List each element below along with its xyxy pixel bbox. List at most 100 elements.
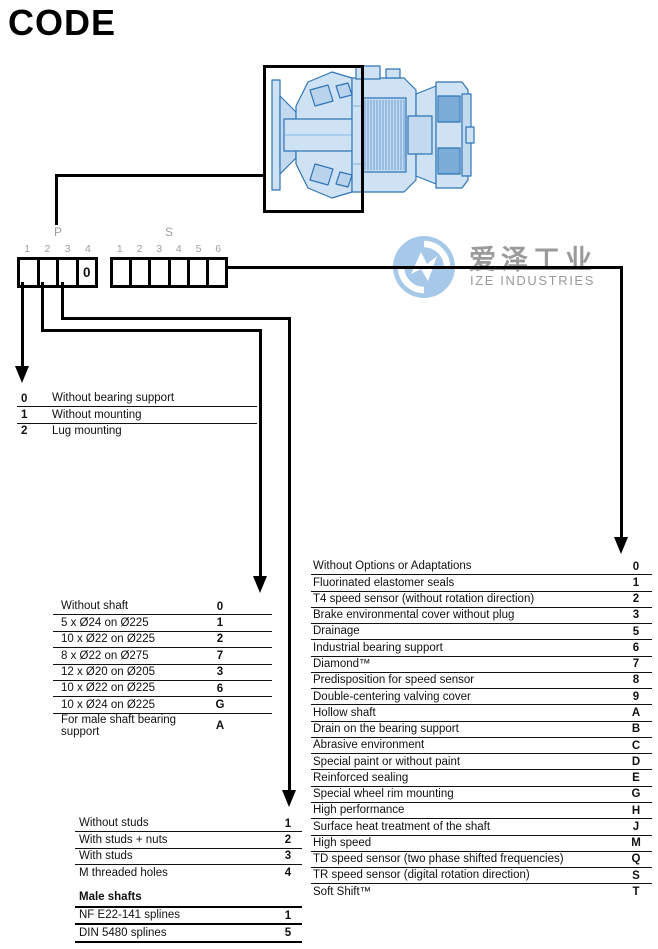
option-label: Without mounting [52, 408, 142, 421]
option-code: 2 [216, 633, 224, 646]
table-row: Brake environmental cover without plug 3 [311, 608, 652, 625]
option-code: C [631, 739, 641, 752]
option-code: G [631, 788, 641, 801]
leader-line [61, 282, 64, 320]
option-label: Special paint or without paint [313, 755, 461, 768]
option-code: 0 [21, 392, 28, 405]
position-number: 2 [136, 243, 143, 255]
watermark-chinese-text: 爱泽工业 [469, 245, 597, 275]
option-code: 7 [216, 649, 224, 662]
option-label: Soft Shift™ [313, 885, 372, 898]
male-shafts-title: Male shafts [75, 890, 302, 908]
option-code: 3 [284, 850, 292, 863]
group-label-s: S [164, 225, 173, 239]
male-shafts-section: Male shafts NF E22-141 splines 1 DIN 548… [75, 890, 302, 943]
mounting-table: 0 Without bearing support 1 Without moun… [17, 391, 257, 439]
table-row: 2 Lug mounting [17, 424, 257, 439]
table-row: 12 x Ø20 on Ø205 3 [53, 665, 272, 681]
table-row: Diamond™ 7 [311, 657, 652, 673]
option-label: Diamond™ [313, 657, 371, 670]
table-row: 10 x Ø22 on Ø225 6 [53, 681, 272, 698]
option-label: Without Options or Adaptations [313, 560, 472, 573]
leader-line [21, 282, 24, 367]
p-cell-1 [20, 260, 40, 285]
table-row: Soft Shift™ T [311, 884, 652, 899]
option-label: Special wheel rim mounting [313, 788, 454, 801]
table-row: Without studs 1 [75, 816, 302, 833]
option-code: 0 [632, 560, 640, 573]
option-label: DIN 5480 splines [79, 926, 167, 939]
p-cell-4: 0 [82, 265, 91, 280]
leader-line [41, 282, 44, 332]
connector-line [55, 174, 58, 225]
table-row: Special paint or without paint D [311, 754, 652, 771]
position-number: 1 [116, 243, 123, 255]
studs-table: Without studs 1 With studs + nuts 2 With… [75, 816, 302, 881]
table-row: Drain on the bearing support B [311, 722, 652, 738]
option-label: Fluorinated elastomer seals [313, 576, 455, 589]
table-row: TR speed sensor (digital rotation direct… [311, 868, 652, 885]
page-title: CODE [8, 2, 117, 43]
option-label: T4 speed sensor (without rotation direct… [313, 592, 535, 605]
position-number: 4 [175, 243, 182, 255]
option-code: 1 [284, 909, 292, 922]
option-label: M threaded holes [79, 866, 168, 879]
s-cell-6 [209, 260, 225, 285]
leader-line [288, 317, 291, 791]
position-number: 3 [156, 243, 163, 255]
table-row: 10 x Ø24 on Ø225 G [53, 697, 272, 714]
table-row: With studs + nuts 2 [75, 832, 302, 849]
option-label: With studs + nuts [79, 833, 168, 846]
position-number: 3 [64, 243, 71, 255]
option-code: 8 [632, 674, 640, 687]
option-code: D [631, 755, 641, 768]
option-label: For male shaft bearing support [61, 713, 177, 739]
table-row: High performance H [311, 803, 652, 820]
leader-line [259, 329, 262, 577]
table-row: NF E22-141 splines 1 [75, 908, 302, 926]
position-number: 6 [215, 243, 222, 255]
table-row: Fluorinated elastomer seals 1 [311, 575, 652, 592]
option-code: 5 [284, 927, 292, 940]
p-cell-2 [40, 260, 59, 285]
option-code: 2 [21, 425, 28, 438]
connector-line [55, 174, 266, 177]
table-row: 5 x Ø24 on Ø225 1 [53, 615, 272, 632]
table-row: M threaded holes 4 [75, 865, 302, 880]
s-cell-4 [171, 260, 190, 285]
option-label: Without shaft [61, 600, 129, 613]
option-label: Without bearing support [52, 392, 175, 405]
option-label: 10 x Ø22 on Ø225 [61, 682, 155, 695]
option-label: Drainage [313, 625, 360, 638]
option-code: 1 [284, 817, 292, 830]
table-row: TD speed sensor (two phase shifted frequ… [311, 852, 652, 869]
option-label: Abrasive environment [313, 739, 425, 752]
position-number: 5 [195, 243, 202, 255]
s-cell-1 [113, 260, 133, 285]
table-row: 1 Without mounting [17, 407, 257, 424]
table-row: 0 Without bearing support [17, 391, 257, 408]
s-cell-3 [151, 260, 171, 285]
table-row: For male shaft bearing support A [53, 714, 272, 739]
option-code: 2 [284, 834, 292, 847]
table-row: Double-centering valving cover 9 [311, 689, 652, 706]
table-row: Without shaft 0 [53, 599, 272, 616]
table-row: 8 x Ø22 on Ø275 7 [53, 648, 272, 665]
option-code: 6 [216, 682, 224, 695]
option-code: 0 [216, 600, 224, 613]
option-label: 5 x Ø24 on Ø225 [61, 616, 149, 629]
position-number: 1 [24, 243, 31, 255]
option-code: M [631, 837, 641, 850]
option-label: With studs [79, 850, 133, 863]
option-label: Reinforced sealing [313, 771, 409, 784]
leader-line [61, 317, 291, 320]
table-row: Drainage 5 [311, 624, 652, 641]
option-label: 10 x Ø22 on Ø225 [61, 633, 155, 646]
option-code: B [631, 723, 641, 736]
option-code: 5 [632, 625, 640, 638]
option-code: S [632, 869, 640, 882]
leader-line [41, 329, 262, 332]
table-row: DIN 5480 splines 5 [75, 925, 302, 943]
